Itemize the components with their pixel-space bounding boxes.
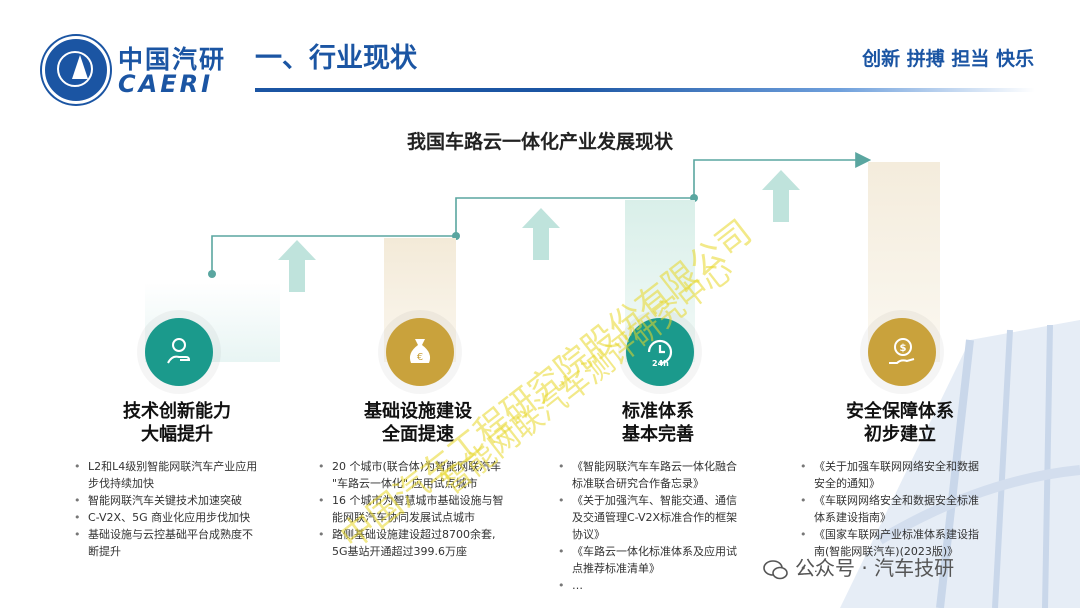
up-arrow-icon — [278, 240, 316, 292]
header-rule — [255, 88, 1035, 92]
money-bag-icon: € — [409, 339, 431, 363]
bullet-item: 《车联网网络安全和数据安全标准 — [800, 492, 1030, 509]
bullet-item: 智能网联汽车关键技术加速突破 — [74, 492, 294, 509]
bullet-continuation: 及交通管理C-V2X标准合作的框架 — [572, 511, 738, 524]
step3-bullets: 《智能网联汽车车路云一体化融合 标准联合研究合作备忘录》 《关于加强汽车、智能交… — [558, 458, 778, 594]
bullet-continuation: 5G基站开通超过399.6万座 — [332, 545, 468, 558]
bullet-continuation: 能网联汽车协同发展试点城市 — [332, 511, 475, 524]
bullet-continuation: 安全的通知》 — [814, 477, 880, 490]
wechat-account-label: 公众号 · 汽车技研 — [763, 552, 954, 581]
step2-title-line2: 全面提速 — [382, 424, 454, 445]
logo-chinese-name: 中国汽研 — [118, 45, 227, 74]
logo-english-name: CAERI — [118, 70, 213, 98]
bullet-continuation: 标准联合研究合作备忘录》 — [572, 477, 704, 490]
bullet-continuation: 协议》 — [572, 528, 605, 541]
step2-circle: € — [386, 318, 454, 386]
bullet-continuation: 断提升 — [88, 545, 121, 558]
bullet-item: … — [800, 560, 1030, 577]
bullet-item: 《国家车联网产业标准体系建设指 — [800, 526, 1030, 543]
svg-text:24h: 24h — [652, 359, 669, 368]
step4-title: 安全保障体系 初步建立 — [790, 400, 1010, 446]
slide-title: 我国车路云一体化产业发展现状 — [406, 131, 673, 153]
step4-bullets: 《关于加强车联网网络安全和数据 安全的通知》 《车联网网络安全和数据安全标准 体… — [800, 458, 1030, 577]
caeri-logo-badge — [42, 36, 110, 104]
wechat-icon — [763, 559, 788, 579]
bullet-continuation: 点推荐标准清单》 — [572, 562, 660, 575]
step3-title: 标准体系 基本完善 — [548, 400, 768, 446]
step3-title-line2: 基本完善 — [622, 424, 694, 445]
step1-circle — [145, 318, 213, 386]
svg-text:$: $ — [900, 343, 907, 354]
bullet-continuation: 步伐持续加快 — [88, 477, 154, 490]
step2-bullets: 20 个城市(联合体)为智能网联汽车 "车路云一体化" 应用试点城市 16 个城… — [318, 458, 548, 560]
svg-text:€: € — [417, 352, 423, 363]
step2-title: 基础设施建设 全面提速 — [308, 400, 528, 446]
step2-title-line1: 基础设施建设 — [364, 401, 472, 422]
step1-title-line1: 技术创新能力 — [123, 401, 231, 422]
page-title: 一、行业现状 — [255, 43, 417, 74]
bullet-item: 基础设施与云控基础平台成熟度不 — [74, 526, 294, 543]
hand-coin-icon — [167, 338, 191, 364]
bullet-item: … — [558, 577, 778, 594]
bullet-continuation: "车路云一体化" 应用试点城市 — [332, 477, 478, 490]
clock-24h-icon: 24h — [647, 339, 673, 368]
step3-title-line1: 标准体系 — [622, 401, 694, 422]
up-arrow-icon — [762, 170, 800, 222]
step4-circle: $ — [868, 318, 936, 386]
bullet-item: L2和L4级别智能网联汽车产业应用 — [74, 458, 294, 475]
step1-bullets: L2和L4级别智能网联汽车产业应用 步伐持续加快 智能网联汽车关键技术加速突破 … — [74, 458, 294, 560]
step4-title-line1: 安全保障体系 — [846, 401, 954, 422]
bullet-item: 《关于加强车联网网络安全和数据 — [800, 458, 1030, 475]
step4-title-line2: 初步建立 — [864, 424, 936, 445]
bullet-item: 20 个城市(联合体)为智能网联汽车 — [318, 458, 548, 475]
bullet-item: 16 个城市为智慧城市基础设施与智 — [318, 492, 548, 509]
bullet-item: C-V2X、5G 商业化应用步伐加快 — [74, 509, 294, 526]
wechat-account-text: 公众号 · 汽车技研 — [795, 556, 955, 580]
dollar-hand-icon: $ — [889, 338, 915, 364]
bullet-item: 路侧基础设施建设超过8700余套, — [318, 526, 548, 543]
step1-title-line2: 大幅提升 — [141, 424, 213, 445]
bullet-item: 《车路云一体化标准体系及应用试 — [558, 543, 778, 560]
bullet-item: 《智能网联汽车车路云一体化融合 — [558, 458, 778, 475]
step3-circle: 24h — [626, 318, 694, 386]
bullet-item: 《关于加强汽车、智能交通、通信 — [558, 492, 778, 509]
company-slogan: 创新 拼搏 担当 快乐 — [862, 48, 1034, 70]
up-arrow-icon — [522, 208, 560, 260]
bullet-continuation: 体系建设指南》 — [814, 511, 891, 524]
bullet-continuation: 南(智能网联汽车)(2023版)》 — [814, 545, 959, 558]
step1-title: 技术创新能力 大幅提升 — [67, 400, 287, 446]
